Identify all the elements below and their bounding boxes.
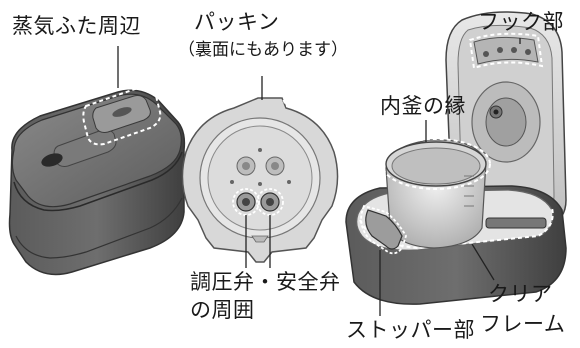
label-clear-frame-line2: フレーム: [480, 312, 566, 336]
label-packing-note: （裏面にもあります）: [178, 40, 348, 60]
label-inner-pot-rim: 内釜の縁: [380, 94, 466, 118]
closed-cooker-illustration: [8, 89, 186, 276]
leader-clear-frame: [471, 243, 495, 281]
packing-plate-illustration: [181, 97, 339, 263]
label-clear-frame-line1: クリア: [488, 282, 553, 306]
packing-edge-highlight: [258, 95, 341, 209]
label-steam-lid-area: 蒸気ふた周辺: [12, 14, 141, 38]
label-packing: パッキン: [194, 10, 280, 34]
label-valve-area-line1: 調圧弁・安全弁: [190, 270, 341, 294]
stopper-highlight: [360, 204, 407, 255]
pot-rim-highlight: [381, 138, 491, 190]
label-valve-area-line2: の周囲: [190, 298, 255, 322]
steam-lid-highlight: [82, 86, 162, 146]
hook-highlight: [468, 32, 544, 70]
label-hook-part: フック部: [478, 10, 564, 34]
label-stopper-part: ストッパー部: [346, 318, 475, 342]
open-cooker-illustration: [345, 11, 567, 305]
